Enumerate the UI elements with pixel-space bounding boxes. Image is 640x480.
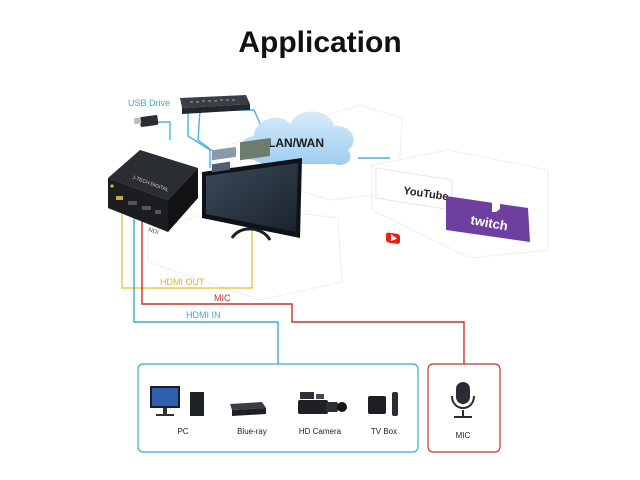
hdmi-out-line	[121, 205, 253, 289]
microphone-icon	[451, 382, 475, 418]
network-switch	[180, 95, 250, 114]
monitor-icon	[202, 138, 302, 241]
lan-line-2	[230, 109, 263, 129]
source-label-pc: PC	[177, 427, 188, 436]
source-label-camera: HD Camera	[299, 427, 342, 436]
pc-icon	[150, 386, 204, 416]
hdmi-out-label: HDMI OUT	[160, 277, 205, 287]
page-title: Application	[238, 26, 402, 59]
tv-box-icon	[368, 392, 398, 416]
mic-line-label: MIC	[214, 293, 231, 303]
network-label: LAN/WAN	[268, 136, 324, 150]
port-label: NDI	[147, 227, 159, 236]
mic-line	[141, 208, 465, 364]
connection-lines	[121, 109, 465, 364]
hdmi-in-label: HDMI IN	[186, 310, 221, 320]
lan-line-1	[187, 110, 211, 168]
camera-icon	[298, 392, 347, 414]
lan-line-3	[197, 109, 219, 156]
usb-drive-icon	[133, 115, 159, 127]
mic-label: MIC	[456, 431, 471, 440]
twitch-card	[446, 196, 530, 242]
twitch-label: twitch	[469, 212, 509, 233]
twitch-logo-icon	[492, 200, 500, 212]
source-label-bluray: Blue-ray	[237, 427, 267, 436]
usb-line	[156, 121, 171, 140]
hdmi-in-line	[133, 208, 279, 364]
source-devices-box	[137, 363, 419, 453]
usb-drive-label: USB Drive	[128, 98, 170, 108]
source-label-tvbox: TV Box	[371, 427, 397, 436]
encoder-device: J-TECH DIGITAL	[108, 150, 198, 232]
bluray-player-icon	[230, 402, 266, 416]
